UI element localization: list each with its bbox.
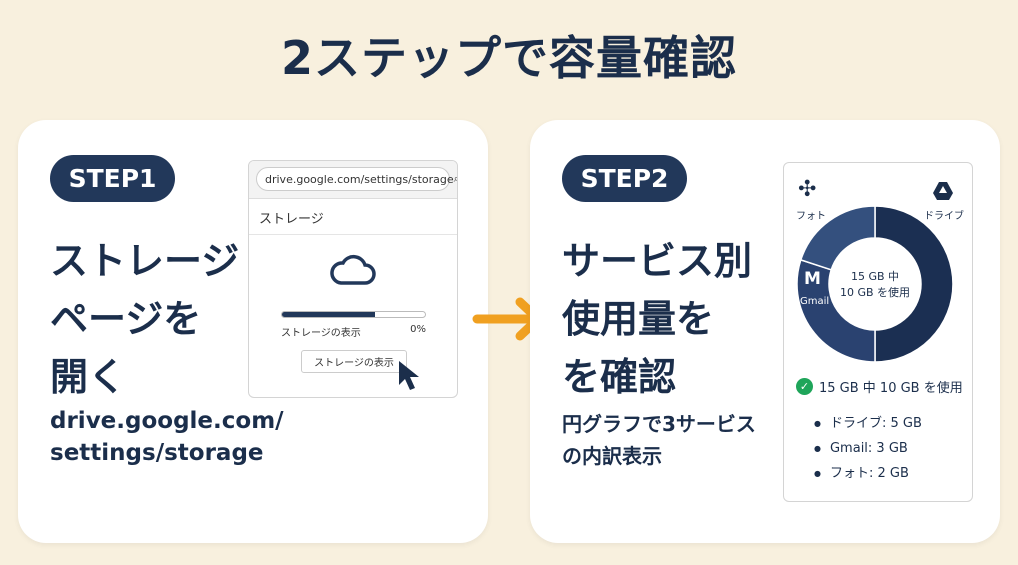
- cloud-icon: [330, 254, 376, 285]
- gmail-icon: M: [804, 269, 821, 289]
- donut-chart: [796, 205, 954, 363]
- storage-progress-bar: [281, 311, 426, 318]
- donut-slice-フォト: [799, 205, 876, 271]
- cursor-icon: [399, 361, 419, 390]
- center-line-1: 15 GB 中: [850, 270, 900, 283]
- progress-percent: 0%: [410, 324, 426, 335]
- step1-heading: ストレージ ページを 開く: [50, 239, 240, 399]
- storage-section-title: ストレージ: [249, 199, 457, 235]
- donut-slice-ドライブ: [874, 205, 954, 363]
- show-storage-button[interactable]: ストレージの表示: [301, 350, 407, 373]
- step2-heading: サービス別 使用量を を確認: [562, 239, 753, 399]
- url-text: drive.google.com/settings/storage: [265, 172, 454, 186]
- step2-description: 円グラフで3サービス の内訳表示: [562, 412, 756, 468]
- donut-center-text: 15 GB 中 10 GB を使用: [830, 269, 920, 301]
- step1-card: STEP1 ストレージ ページを 開く drive.google.com/ se…: [18, 120, 488, 543]
- center-line-2: 10 GB を使用: [839, 286, 911, 299]
- list-item: ドライブ: 5 GB: [814, 411, 922, 436]
- step1-url-text: drive.google.com/ settings/storage: [50, 408, 284, 466]
- check-icon: ✓: [796, 378, 813, 395]
- browser-mockup: drive.google.com/settings/storage⌕ ストレージ…: [248, 160, 458, 398]
- usage-summary-text: 15 GB 中 10 GB を使用: [819, 381, 963, 396]
- photos-label: フォト: [796, 211, 826, 222]
- page-title: 2ステップで容量確認: [280, 31, 737, 85]
- search-icon: ⌕: [454, 172, 457, 186]
- progress-label: ストレージの表示: [281, 328, 361, 339]
- gmail-label: Gmail: [800, 296, 830, 307]
- drive-icon: [933, 182, 953, 200]
- usage-summary: ✓ 15 GB 中 10 GB を使用: [796, 377, 963, 396]
- usage-panel: ✣ フォト ドライブ M Gmail 15 GB 中 10 GB を使用 ✓ 15 …: [783, 162, 973, 502]
- address-bar[interactable]: drive.google.com/settings/storage⌕: [256, 167, 457, 191]
- usage-list: ドライブ: 5 GB Gmail: 3 GB フォト: 2 GB: [814, 411, 922, 486]
- step2-badge: STEP2: [562, 155, 687, 202]
- list-item: Gmail: 3 GB: [814, 436, 922, 461]
- drive-label: ドライブ: [924, 211, 964, 222]
- step2-card: STEP2 サービス別 使用量を を確認 円グラフで3サービス の内訳表示 ✣ …: [530, 120, 1000, 543]
- photos-icon: ✣: [798, 177, 817, 202]
- step1-badge: STEP1: [50, 155, 175, 202]
- list-item: フォト: 2 GB: [814, 461, 922, 486]
